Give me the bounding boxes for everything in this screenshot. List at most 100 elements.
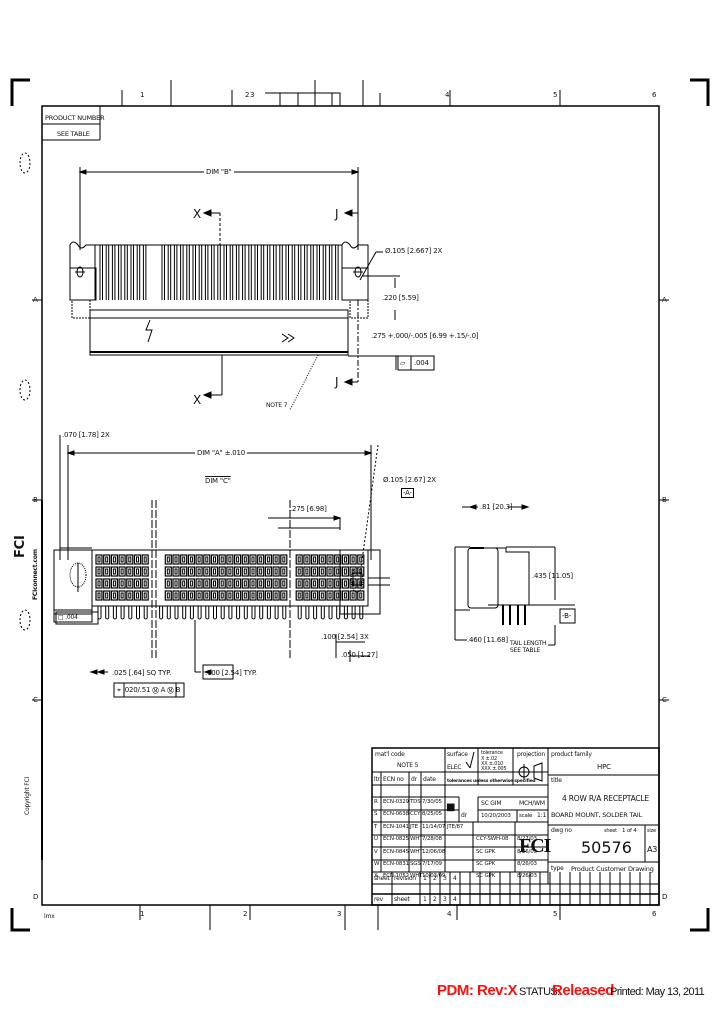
rev-ltr: X bbox=[374, 873, 378, 879]
tail-length-note: TAIL LENGTH SEE TABLE bbox=[510, 640, 547, 654]
rev-extra: JTE/87 bbox=[447, 824, 464, 830]
tolerance-xx: XX ±.010 bbox=[481, 761, 504, 767]
side-dim-width: .81 [20.3] bbox=[480, 503, 513, 511]
rev-ecn: ECN-1041 bbox=[383, 824, 409, 830]
rev-ltr: R bbox=[374, 799, 378, 805]
surface-label: surface bbox=[447, 751, 468, 758]
sheet-number: 1 bbox=[423, 875, 427, 882]
side-dim-depth: .460 [11.68] bbox=[467, 636, 508, 644]
pin-size: .025 [.64] SQ TYP. bbox=[112, 669, 172, 677]
top-dim-height: .220 [5.59] bbox=[382, 294, 419, 302]
zone-letter-left-c: C bbox=[33, 696, 38, 704]
sheet-row-label: sheet bbox=[374, 875, 390, 882]
sheet-row-sub: revision bbox=[394, 875, 416, 882]
front-dim-ref: DIM "C" bbox=[205, 477, 231, 485]
rev-check-date: 8/26/03 bbox=[517, 873, 537, 879]
dwg-no-label: dwg no bbox=[551, 827, 572, 834]
rev-by: WHT bbox=[410, 836, 423, 842]
rev-check-date: 8/26/03 bbox=[517, 861, 537, 867]
title-line-2: BOARD MOUNT, SOLDER TAIL bbox=[551, 811, 643, 819]
tolerance-x: X ±.02 bbox=[481, 756, 497, 762]
checked-by: MCH/WM bbox=[519, 800, 545, 807]
status-badge: Released bbox=[552, 982, 614, 999]
rev-check-date: 8/27/03 bbox=[517, 836, 537, 842]
rev-ecn: ECN-0638 bbox=[383, 811, 409, 817]
zone-letter-right-c: C bbox=[662, 696, 667, 704]
material-value: NOTE 5 bbox=[397, 762, 419, 769]
product-family-value: HPC bbox=[597, 763, 611, 771]
bottom-left-label: Imx bbox=[44, 913, 55, 920]
section-x-bottom: X bbox=[193, 393, 202, 407]
rev-checker: CCY-SWH-08 bbox=[476, 836, 509, 842]
hole-callout-front: Ø.105 [2.67] 2X bbox=[383, 476, 436, 484]
sheet-number: 2 bbox=[433, 875, 437, 882]
zone-number-bottom-1: 1 bbox=[140, 910, 145, 918]
rev-ltr: W bbox=[374, 861, 380, 867]
rev-ecn: ECN-0831 bbox=[383, 861, 409, 867]
zone-number-top-1: 1 bbox=[140, 91, 145, 99]
zone-number-bottom-2: 2 bbox=[243, 910, 248, 918]
type-label: type bbox=[551, 865, 564, 872]
front-dim-275: .275 [6.98] bbox=[290, 505, 327, 513]
sheet-number: 2 bbox=[433, 896, 437, 903]
product-family-label: product family bbox=[551, 751, 592, 758]
zone-letter-left-b: B bbox=[33, 496, 38, 504]
col-ltr: ltr bbox=[374, 776, 380, 783]
zone-letter-right-b: B bbox=[662, 496, 667, 504]
zone-number-bottom-6: 6 bbox=[652, 910, 657, 918]
col-date: date bbox=[423, 776, 436, 783]
rev-ltr: U bbox=[374, 836, 378, 842]
pin-pitch: .100 [2.54] TYP. bbox=[205, 669, 257, 677]
rev-checker: SC GPK bbox=[476, 873, 496, 879]
flatness-symbol: ▱ bbox=[400, 359, 406, 367]
drawn-mark: ■ bbox=[446, 802, 456, 813]
tolerance-label: tolerance bbox=[481, 750, 503, 756]
rev-ecn: ECN-0845 bbox=[383, 849, 409, 855]
status-label: STATUS: bbox=[519, 986, 560, 998]
rev-check-date: 8/26/03 bbox=[517, 849, 537, 855]
drawn-label: dr bbox=[461, 812, 467, 819]
rev-date: 8/25/05 bbox=[422, 811, 442, 817]
sheet-value: 1 of 4 bbox=[622, 828, 637, 834]
sheet-number: 4 bbox=[453, 875, 457, 882]
zone-letter-right-a: A bbox=[662, 296, 667, 304]
rev-ecn: ECN-0329 bbox=[383, 799, 409, 805]
datum-b: -B- bbox=[562, 612, 572, 620]
note-label: NOTE 7 bbox=[266, 402, 288, 409]
rev-by: WHT bbox=[410, 873, 423, 879]
zone-letter-left-d: D bbox=[33, 893, 39, 901]
scale-label: scale bbox=[519, 813, 533, 819]
section-x-top: X bbox=[193, 207, 202, 221]
hole-callout-top: Ø.105 [2.667] 2X bbox=[385, 247, 443, 255]
zone-number-bottom-5: 5 bbox=[553, 910, 558, 918]
zone-number-top-2: 2 bbox=[245, 91, 250, 99]
top-dim-overall: DIM "B" bbox=[204, 168, 234, 176]
title-label: title bbox=[551, 777, 562, 784]
rev-date: 11/14/07 bbox=[422, 824, 446, 830]
sheet-number: 4 bbox=[453, 896, 457, 903]
rev-ltr: S bbox=[374, 811, 378, 817]
zone-number-top-3: 3 bbox=[250, 91, 255, 99]
zone-letter-right-d: D bbox=[662, 893, 668, 901]
website-label: FCIconnect.com bbox=[32, 549, 39, 600]
section-j-bottom: J bbox=[335, 375, 339, 389]
drawn-date: 10/20/2003 bbox=[481, 813, 511, 819]
rev-date: 7/28/08 bbox=[422, 836, 442, 842]
rev-row-sub: sheet bbox=[394, 896, 410, 903]
position-tolerance: ⌖ .020/.51 Ⓜ A Ⓜ B bbox=[117, 686, 181, 694]
scale-value: 1:1 bbox=[537, 812, 547, 819]
rev-ltr: V bbox=[374, 849, 378, 855]
type-value: Product Customer Drawing bbox=[571, 865, 654, 873]
zone-number-bottom-4: 4 bbox=[447, 910, 452, 918]
dwg-no-value: 50576 bbox=[581, 838, 632, 857]
zone-number-top-5: 5 bbox=[553, 91, 558, 99]
general-note: tolerances unless otherwise specified bbox=[447, 779, 536, 784]
sheet-number: 3 bbox=[443, 896, 447, 903]
rev-ecn: ECN-1052 bbox=[383, 873, 409, 879]
printed-date: Printed: May 13, 2011 bbox=[610, 986, 705, 998]
rev-by: JTE bbox=[410, 824, 418, 830]
rev-row-label: rev bbox=[374, 896, 383, 903]
rev-checker: SC GPK bbox=[476, 849, 496, 855]
front-dim-overall: DIM "A" ±.010 bbox=[195, 449, 248, 457]
